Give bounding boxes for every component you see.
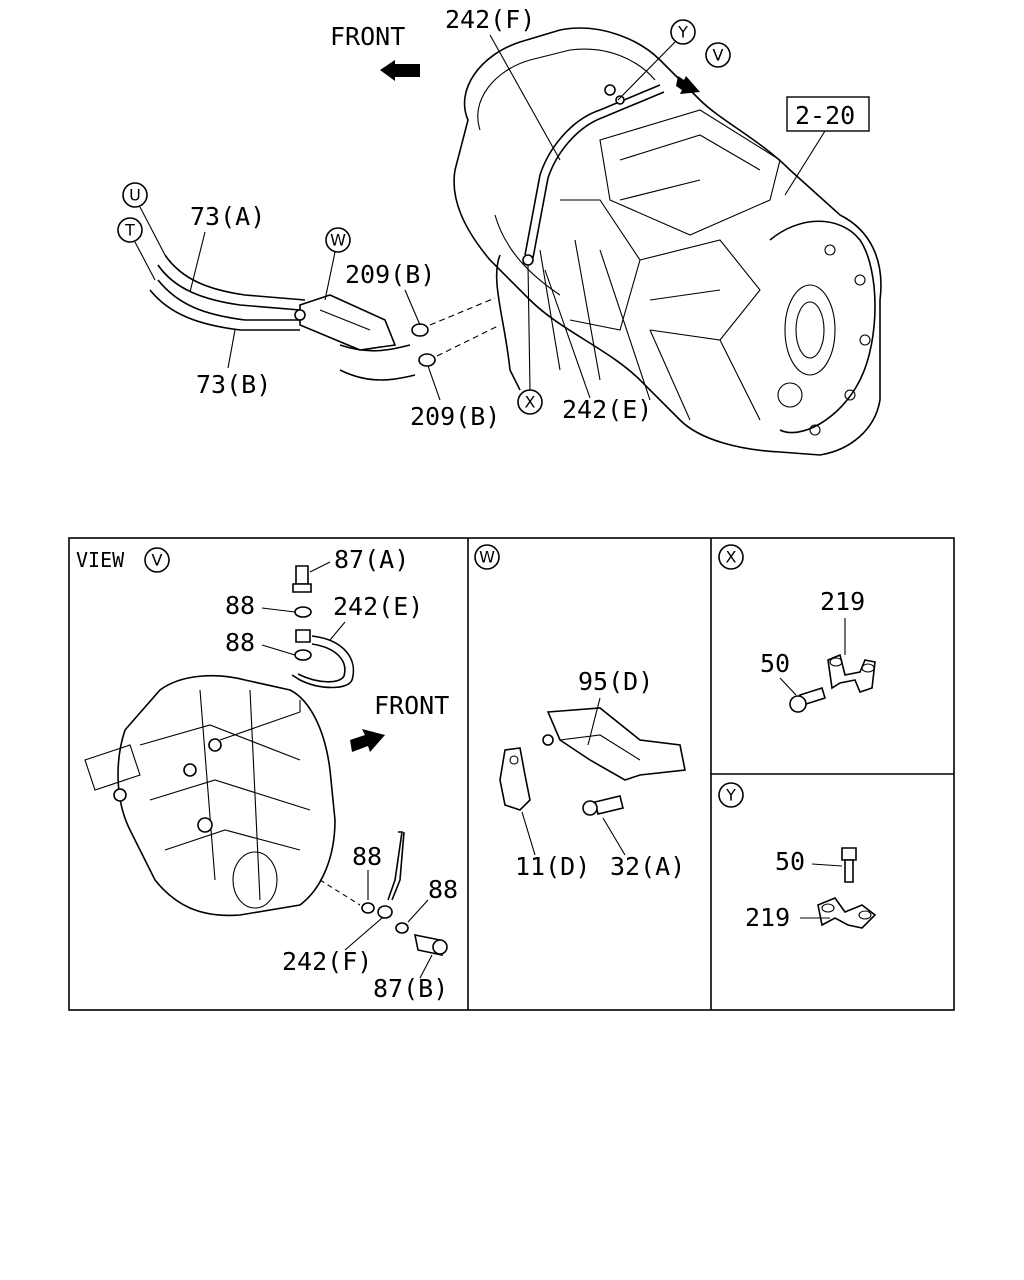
panel-x: X 219 50 [718, 544, 876, 713]
label-2-20: 2-20 [795, 101, 855, 130]
panel-y-marker: Y [725, 786, 736, 805]
label-209b-2: 209(B) [410, 402, 500, 431]
front-label-top: FRONT [330, 22, 405, 51]
panel-x-marker-circle [718, 544, 744, 570]
svg-text:U: U [129, 186, 141, 205]
label-11d: 11(D) [515, 852, 590, 881]
marker-y: Y [617, 19, 696, 101]
front-label-view: FRONT [374, 691, 449, 720]
panel-view-v: VIEW V 87(A) 88 242(E) 88 [76, 545, 458, 1003]
front-arrow-view [350, 729, 385, 752]
panel-y: Y 50 219 [718, 782, 877, 932]
view-v-marker: V [152, 551, 163, 570]
label-73b: 73(B) [196, 370, 271, 399]
panel-w: W 95(D) 11(D) 32(A) [474, 544, 686, 881]
label-242e-top: 242(E) [562, 395, 652, 424]
marker-v: V [705, 42, 731, 68]
label-73a: 73(A) [190, 202, 265, 231]
view-v-marker-circle [144, 547, 170, 573]
label-88-3: 88 [352, 842, 382, 871]
svg-text:X: X [525, 393, 536, 412]
label-242f-top: 242(F) [445, 5, 535, 34]
label-88-1: 88 [225, 591, 255, 620]
hose-73-assembly [149, 254, 501, 381]
transmission-assembly [453, 27, 882, 456]
panel-w-marker: W [479, 548, 495, 567]
label-50-x: 50 [760, 649, 790, 678]
svg-text:W: W [330, 231, 346, 250]
label-242f: 242(F) [282, 947, 372, 976]
view-v-title: VIEW [76, 548, 125, 572]
label-219-y: 219 [745, 903, 790, 932]
marker-t: T [117, 217, 156, 281]
label-87b: 87(B) [373, 974, 448, 1003]
label-95d: 95(D) [578, 667, 653, 696]
svg-text:V: V [713, 46, 724, 65]
svg-text:Y: Y [677, 23, 688, 42]
label-32a: 32(A) [610, 852, 685, 881]
marker-w: W [324, 227, 351, 301]
panel-x-marker: X [726, 548, 737, 567]
marker-x: X [517, 264, 543, 415]
view-v-arrow [676, 76, 700, 94]
panel-w-marker-circle [474, 544, 500, 570]
label-88-2: 88 [225, 628, 255, 657]
panel-y-marker-circle [718, 782, 744, 808]
label-219-x: 219 [820, 587, 865, 616]
label-87a: 87(A) [334, 545, 409, 574]
marker-u: U [122, 182, 166, 256]
ref-box-2-20 [786, 96, 870, 132]
svg-text:T: T [124, 221, 135, 240]
label-242e: 242(E) [333, 592, 423, 621]
label-50-y: 50 [775, 847, 805, 876]
label-88-4: 88 [428, 875, 458, 904]
label-209b-1: 209(B) [345, 260, 435, 289]
front-arrow-top: FRONT [330, 22, 420, 81]
